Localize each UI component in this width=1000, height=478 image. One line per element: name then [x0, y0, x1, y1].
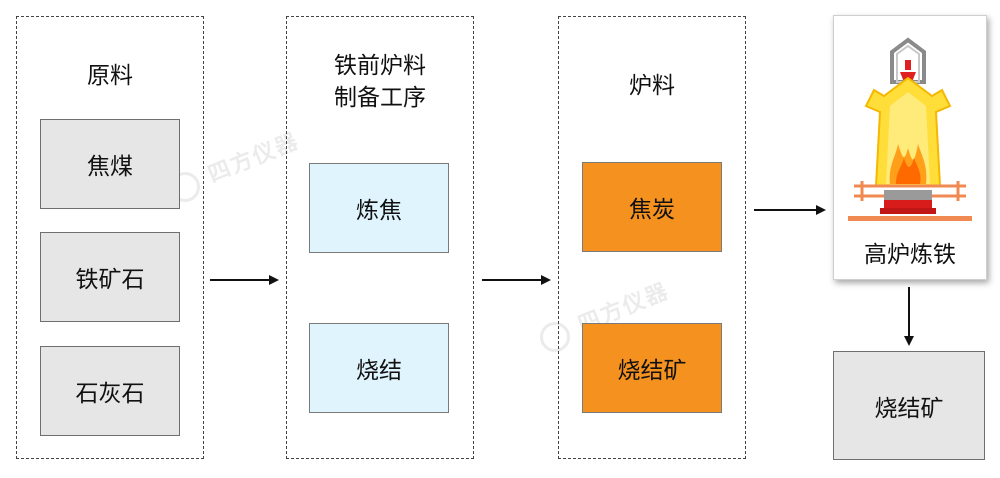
- raw-materials-title: 原料: [87, 63, 133, 89]
- watermark-logo-icon: [540, 322, 570, 352]
- preparation-title-line1: 铁前炉料: [334, 53, 426, 79]
- blast-furnace-icon: [848, 37, 972, 221]
- node-sintering: 烧结: [309, 323, 449, 413]
- node-limestone: 石灰石: [40, 346, 180, 436]
- node-output-sinter-ore: 烧结矿: [833, 351, 985, 460]
- blast-furnace-node: 高炉炼铁: [833, 15, 987, 280]
- node-coke: 焦炭: [582, 162, 722, 252]
- charge-title: 炉料: [629, 73, 675, 99]
- charge-group: 炉料 焦炭 烧结矿: [558, 16, 746, 459]
- node-sinter-ore: 烧结矿: [582, 323, 722, 413]
- blast-furnace-label: 高炉炼铁: [864, 242, 956, 268]
- node-coking: 炼焦: [309, 163, 449, 253]
- preparation-group: 铁前炉料 制备工序 炼焦 烧结: [286, 16, 474, 459]
- preparation-title-line2: 制备工序: [334, 85, 426, 111]
- raw-materials-group: 原料 焦煤 铁矿石 石灰石: [16, 16, 204, 459]
- node-iron-ore: 铁矿石: [40, 232, 180, 322]
- node-coking-coal: 焦煤: [40, 119, 180, 209]
